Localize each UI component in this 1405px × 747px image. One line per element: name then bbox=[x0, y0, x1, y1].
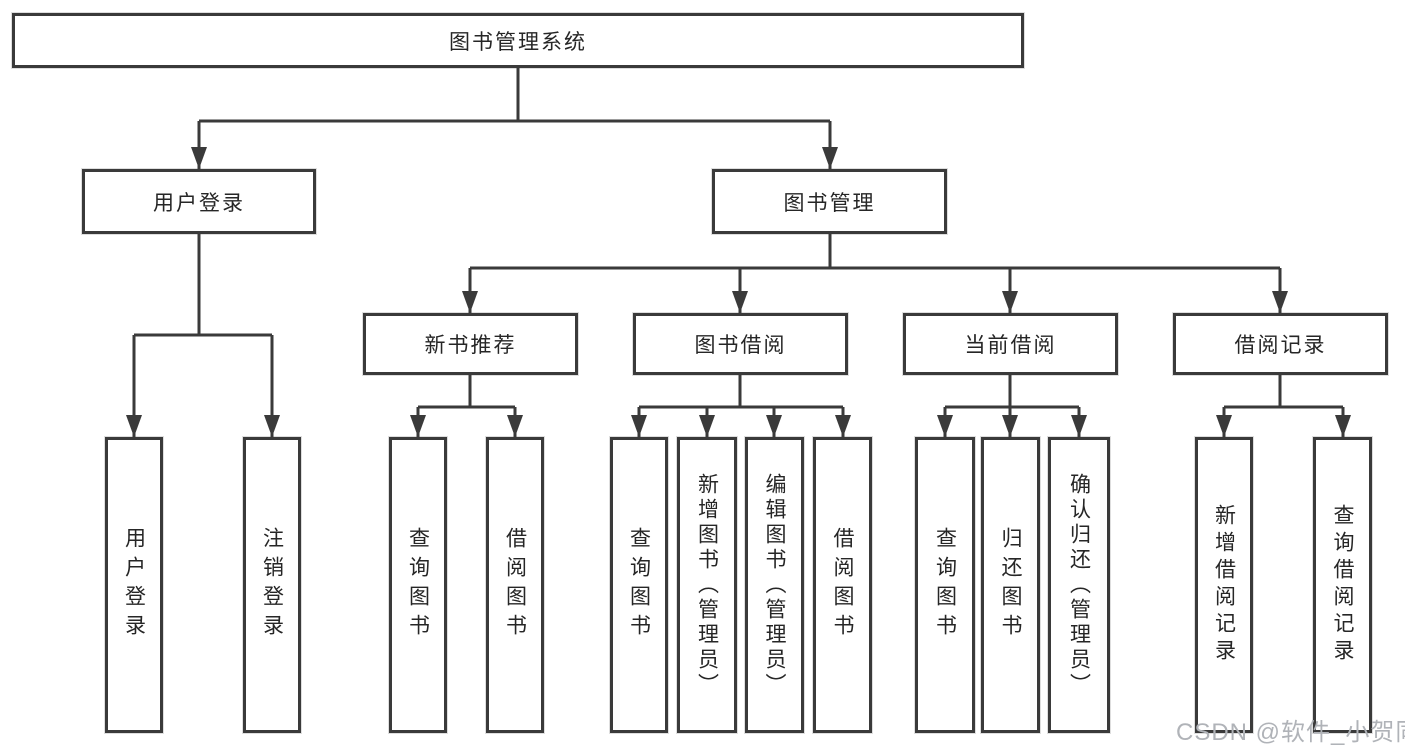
node-leaf-cb-confirm-return-admin: 确认归还（管理员） bbox=[1048, 437, 1110, 733]
node-current-borrow: 当前借阅 bbox=[903, 313, 1118, 375]
node-leaf-cb-query-books-label: 查询图书 bbox=[933, 527, 957, 643]
node-leaf-br-add-record-label: 新增借阅记录 bbox=[1212, 504, 1236, 666]
node-borrow-records: 借阅记录 bbox=[1173, 313, 1388, 375]
connector-book-borrow-children bbox=[631, 375, 851, 437]
csdn-watermark: CSDN @软件_小贺同学 bbox=[1176, 719, 1405, 746]
arrowhead-icon bbox=[191, 147, 207, 169]
node-leaf-bb-query-books-label: 查询图书 bbox=[627, 527, 651, 643]
node-new-book-recommend-label: 新书推荐 bbox=[424, 334, 517, 357]
arrowhead-icon bbox=[631, 415, 647, 437]
node-leaf-bb-add-books-admin: 新增图书（管理员） bbox=[677, 437, 737, 733]
arrowhead-icon bbox=[835, 415, 851, 437]
connector-root-to-level2 bbox=[191, 68, 838, 169]
node-user-login: 用户登录 bbox=[82, 169, 316, 234]
node-leaf-logout-label: 注销登录 bbox=[260, 527, 284, 643]
arrowhead-icon bbox=[1272, 291, 1288, 313]
node-leaf-bb-query-books: 查询图书 bbox=[610, 437, 668, 733]
node-leaf-logout: 注销登录 bbox=[243, 437, 301, 733]
node-leaf-bb-edit-books-admin-label: 编辑图书（管理员） bbox=[763, 472, 786, 698]
arrowhead-icon bbox=[766, 415, 782, 437]
arrowhead-icon bbox=[410, 415, 426, 437]
node-book-borrow-label: 图书借阅 bbox=[694, 334, 787, 357]
arrowhead-icon bbox=[1002, 291, 1018, 313]
arrowhead-icon bbox=[822, 147, 838, 169]
arrowhead-icon bbox=[699, 415, 715, 437]
node-root-system-label: 图书管理系统 bbox=[449, 30, 587, 54]
node-current-borrow-label: 当前借阅 bbox=[964, 334, 1057, 357]
node-book-borrow: 图书借阅 bbox=[633, 313, 848, 375]
arrowhead-icon bbox=[126, 415, 142, 437]
node-book-management-label: 图书管理 bbox=[783, 191, 876, 215]
node-leaf-cb-return-books: 归还图书 bbox=[981, 437, 1040, 733]
arrowhead-icon bbox=[1216, 415, 1232, 437]
node-new-book-recommend: 新书推荐 bbox=[363, 313, 578, 375]
arrowhead-icon bbox=[264, 415, 280, 437]
node-leaf-br-query-record: 查询借阅记录 bbox=[1313, 437, 1372, 733]
node-borrow-records-label: 借阅记录 bbox=[1234, 334, 1327, 357]
node-leaf-nb-query-books-label: 查询图书 bbox=[406, 527, 430, 643]
node-leaf-nb-borrow-books: 借阅图书 bbox=[486, 437, 544, 733]
connector-user-login-children bbox=[126, 234, 280, 437]
arrowhead-icon bbox=[462, 291, 478, 313]
node-root-system: 图书管理系统 bbox=[12, 13, 1024, 68]
node-leaf-bb-add-books-admin-label: 新增图书（管理员） bbox=[695, 472, 719, 698]
arrowhead-icon bbox=[1335, 415, 1351, 437]
node-leaf-bb-edit-books-admin: 编辑图书（管理员） bbox=[745, 437, 804, 733]
node-leaf-br-query-record-label: 查询借阅记录 bbox=[1331, 504, 1354, 666]
node-leaf-bb-borrow-books: 借阅图书 bbox=[813, 437, 872, 733]
node-leaf-bb-borrow-books-label: 借阅图书 bbox=[831, 527, 854, 643]
connector-book-mgmt-to-level3 bbox=[462, 234, 1288, 313]
arrowhead-icon bbox=[507, 415, 523, 437]
arrowhead-icon bbox=[732, 291, 748, 313]
node-leaf-cb-return-books-label: 归还图书 bbox=[999, 527, 1022, 643]
arrowhead-icon bbox=[937, 415, 953, 437]
arrowhead-icon bbox=[1002, 415, 1018, 437]
node-leaf-nb-query-books: 查询图书 bbox=[389, 437, 447, 733]
node-leaf-cb-confirm-return-admin-label: 确认归还（管理员） bbox=[1067, 472, 1091, 698]
node-user-login-label: 用户登录 bbox=[153, 191, 245, 215]
connector-borrow-records-children bbox=[1216, 375, 1351, 437]
node-leaf-user-login-label: 用户登录 bbox=[122, 527, 146, 643]
node-leaf-br-add-record: 新增借阅记录 bbox=[1195, 437, 1253, 733]
node-leaf-nb-borrow-books-label: 借阅图书 bbox=[503, 527, 527, 643]
arrowhead-icon bbox=[1071, 415, 1087, 437]
connector-new-book-rec-children bbox=[410, 375, 523, 437]
node-leaf-user-login: 用户登录 bbox=[105, 437, 163, 733]
connector-current-borrow-children bbox=[937, 375, 1087, 437]
node-book-management: 图书管理 bbox=[712, 169, 947, 234]
node-leaf-cb-query-books: 查询图书 bbox=[915, 437, 975, 733]
